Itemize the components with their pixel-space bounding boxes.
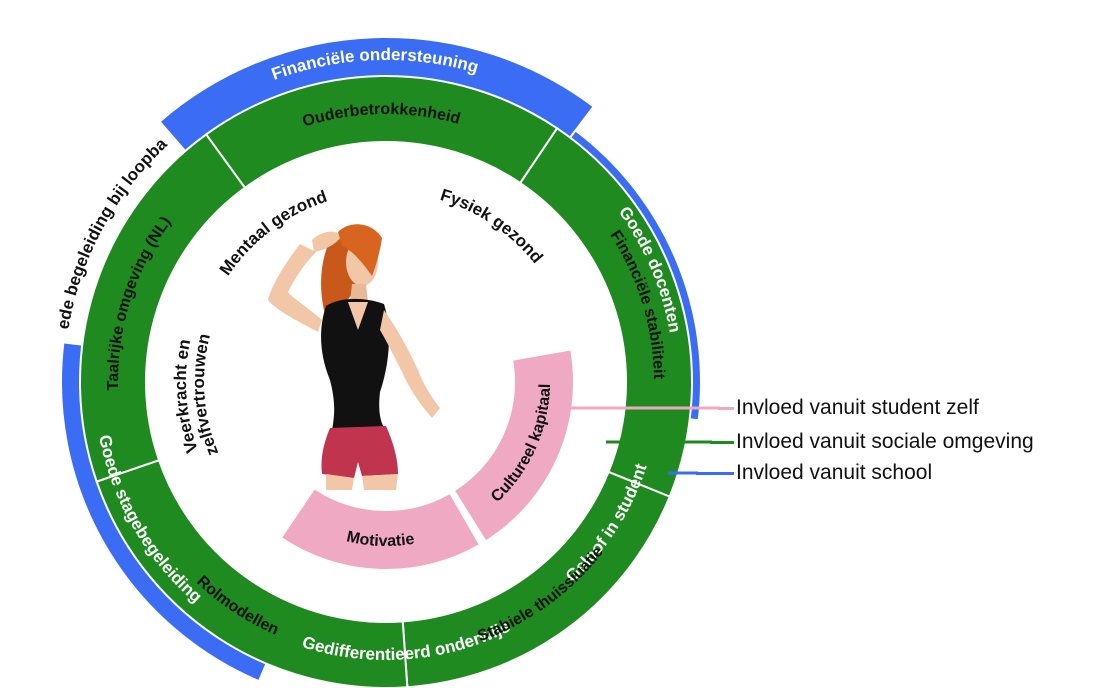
- neckline: [348, 302, 368, 330]
- hair-front: [338, 224, 382, 276]
- pink-segment: [452, 348, 575, 543]
- shorts: [321, 426, 398, 478]
- legend-label: Invloed vanuit school: [736, 461, 933, 484]
- legend-swatch: [696, 472, 734, 475]
- legs: [326, 474, 398, 490]
- hand-on-head: [312, 231, 342, 252]
- legend-label: Invloed vanuit student zelf: [736, 396, 979, 419]
- legend-swatch: [710, 441, 734, 444]
- torso-top: [321, 298, 389, 430]
- student-ring: [279, 348, 575, 571]
- legend-swatch: [718, 407, 734, 410]
- legend-connectors: [548, 406, 720, 475]
- pink-segment: [279, 486, 482, 571]
- lower-arm: [380, 310, 440, 418]
- legend: Invloed vanuit student zelf Invloed vanu…: [600, 390, 1114, 500]
- student-figure-icon: [268, 224, 440, 490]
- neck: [350, 284, 368, 302]
- middle-ring: [79, 75, 693, 688]
- legend-label: Invloed vanuit sociale omgeving: [736, 430, 1034, 453]
- raised-arm: [268, 244, 322, 332]
- pink-segment-label: Motivatie: [345, 528, 415, 550]
